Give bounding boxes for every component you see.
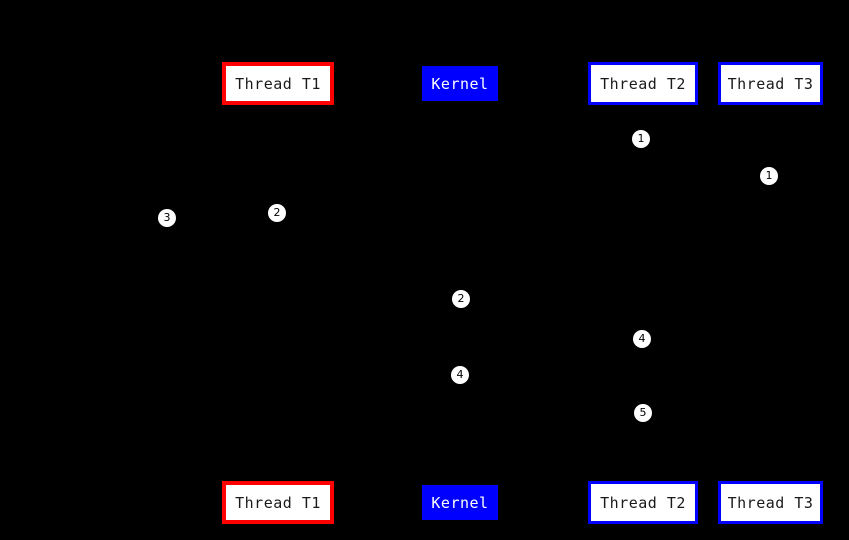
lifeline-t2	[643, 105, 644, 481]
marker-4-t2: 4	[633, 330, 651, 348]
participant-label: Thread T3	[727, 74, 814, 93]
participant-label: Kernel	[431, 493, 489, 512]
lifeline-t3	[770, 105, 771, 481]
participant-t2-top[interactable]: Thread T2	[588, 62, 698, 105]
marker-5-t2: 5	[634, 404, 652, 422]
marker-2-kernel: 2	[452, 290, 470, 308]
participant-kernel-bottom[interactable]: Kernel	[422, 485, 498, 520]
participant-t2-bottom[interactable]: Thread T2	[588, 481, 698, 524]
participant-label: Thread T2	[600, 74, 686, 93]
participant-t3-top[interactable]: Thread T3	[718, 62, 823, 105]
participant-t3-bottom[interactable]: Thread T3	[718, 481, 823, 524]
participant-label: Thread T3	[727, 493, 814, 512]
participant-t1-bottom[interactable]: Thread T1	[222, 481, 334, 524]
participant-kernel-top[interactable]: Kernel	[422, 66, 498, 101]
participant-label: Kernel	[431, 74, 489, 93]
participant-label: Thread T2	[600, 493, 686, 512]
marker-4-kernel: 4	[451, 366, 469, 384]
marker-3-t1: 3	[158, 209, 176, 227]
lifeline-t1	[278, 105, 279, 481]
marker-1-t2: 1	[632, 130, 650, 148]
participant-label: Thread T1	[235, 493, 321, 512]
marker-2-t1: 2	[268, 204, 286, 222]
participant-t1-top[interactable]: Thread T1	[222, 62, 334, 105]
marker-1-t3: 1	[760, 167, 778, 185]
participant-label: Thread T1	[235, 74, 321, 93]
